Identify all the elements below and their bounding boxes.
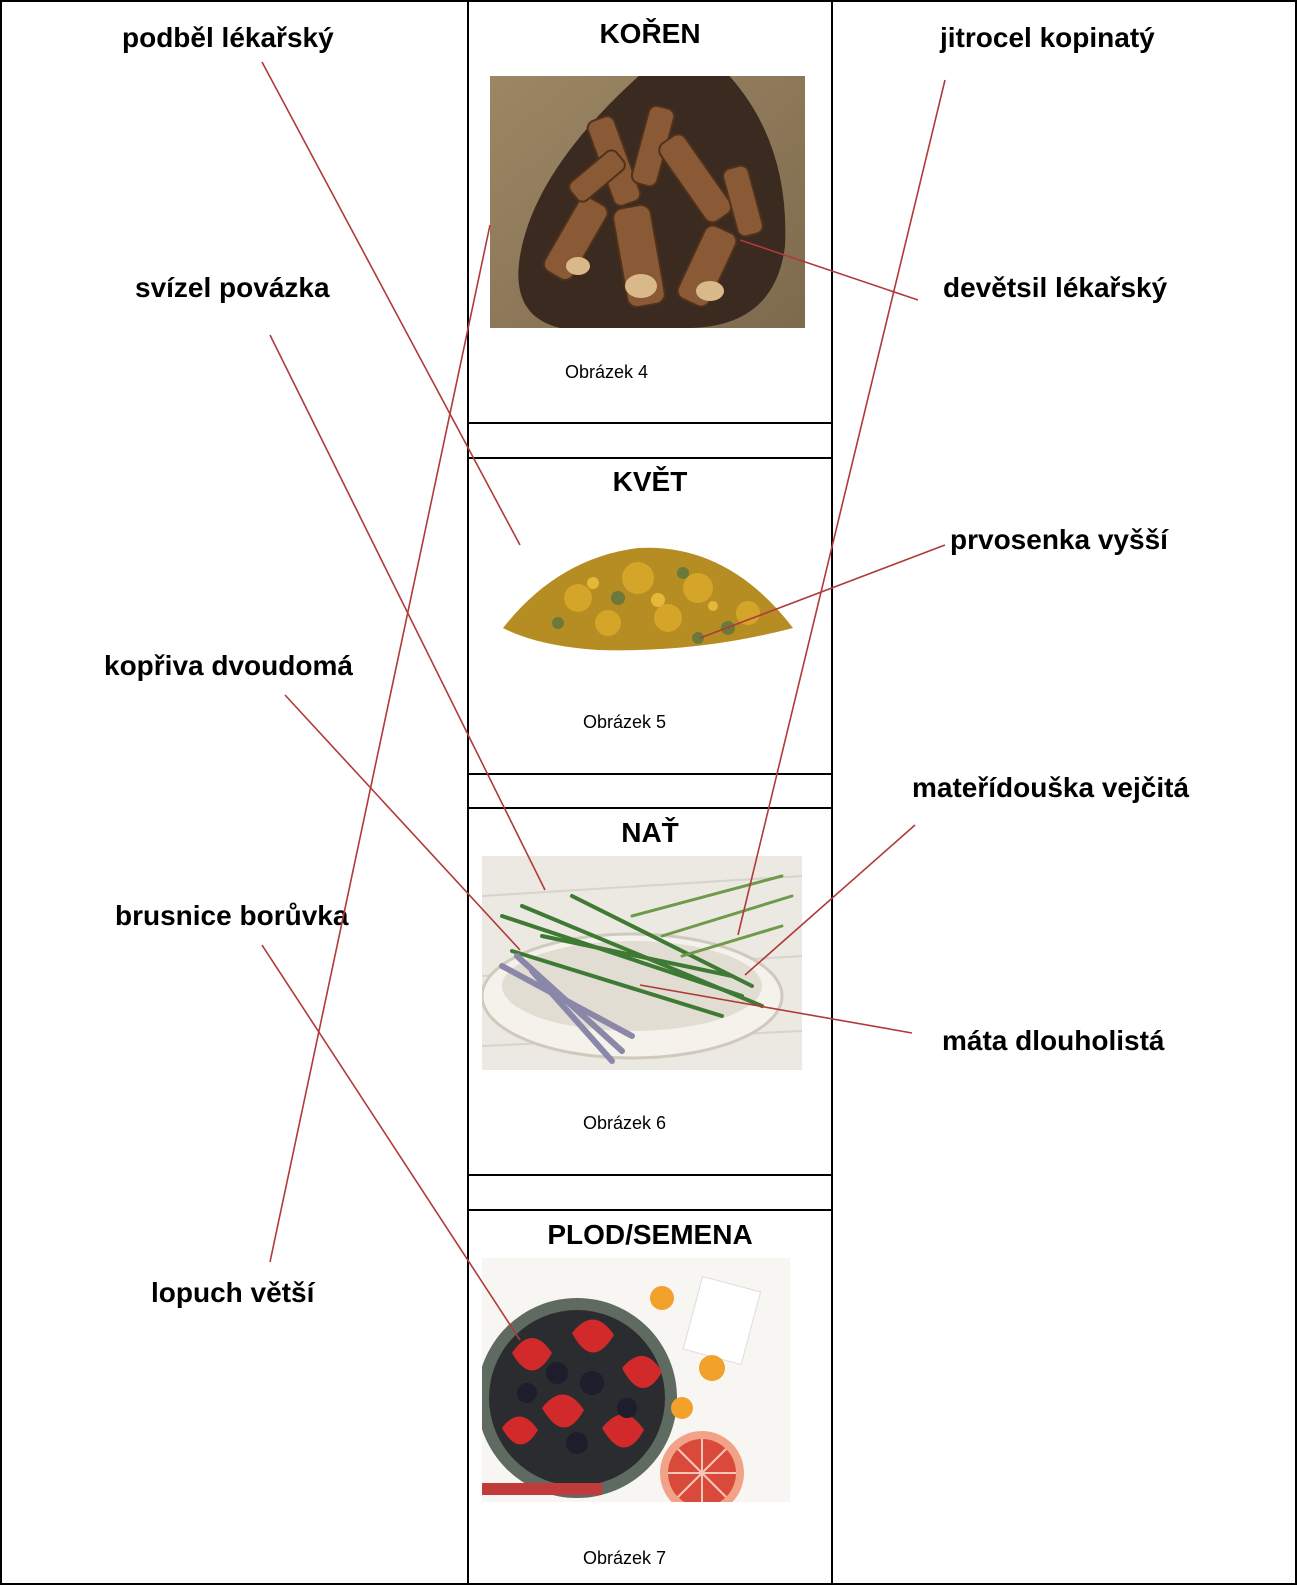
plant-label: kopřiva dvoudomá	[104, 650, 353, 681]
category-title-flower: KVĚT	[612, 466, 688, 497]
row-divider	[467, 773, 833, 775]
caption-root: Obrázek 4	[565, 362, 649, 382]
plant-label: podběl lékařský	[122, 22, 334, 53]
root-image	[490, 76, 805, 328]
plant-label: máta dlouholistá	[942, 1025, 1165, 1056]
category-title-root: KOŘEN	[599, 18, 701, 49]
plant-label: jitrocel kopinatý	[940, 22, 1155, 53]
row-divider	[467, 422, 833, 424]
plant-label: lopuch větší	[151, 1277, 315, 1308]
category-title-herb: NAŤ	[621, 817, 679, 848]
plant-label: mateřídouška vejčitá	[912, 772, 1190, 803]
row-divider	[467, 1174, 833, 1176]
column-divider-left	[467, 0, 469, 1585]
flower-image	[498, 528, 798, 653]
row-divider	[467, 807, 833, 809]
fruit-image	[482, 1258, 790, 1502]
plant-label: brusnice borůvka	[115, 900, 349, 931]
plant-label: prvosenka vyšší	[950, 524, 1168, 555]
herb-image	[482, 856, 802, 1070]
category-title-fruit: PLOD/SEMENA	[547, 1219, 753, 1250]
column-divider-right	[831, 0, 833, 1585]
plant-label: svízel povázka	[135, 272, 330, 303]
caption-herb: Obrázek 6	[583, 1113, 667, 1133]
row-divider	[467, 1209, 833, 1211]
plant-label: devětsil lékařský	[943, 272, 1168, 303]
caption-flower: Obrázek 5	[583, 712, 667, 732]
row-divider	[467, 457, 833, 459]
caption-fruit: Obrázek 7	[583, 1548, 667, 1568]
